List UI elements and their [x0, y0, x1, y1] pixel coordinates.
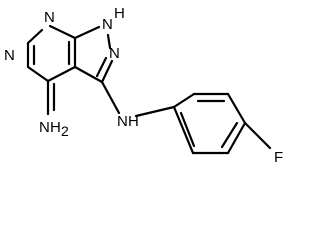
- molecule-diagram: N N N H N N H 2 N H F: [4, 5, 283, 166]
- atom-fluorine: F: [274, 149, 283, 166]
- atom-n-left: N: [4, 47, 15, 64]
- atom-nh2-n: N: [39, 119, 50, 136]
- molecule-structure: N N N H N N H 2 N H F: [4, 5, 284, 166]
- bond-c7a-n1: [48, 24, 77, 40]
- bond-ph4-ph5: [226, 121, 247, 155]
- bond-ph6-ph1: [172, 105, 195, 155]
- bond-ph-double-2: [220, 121, 239, 149]
- atom-nh2-subscript: 2: [61, 123, 69, 139]
- bond-ph3-ph4: [226, 92, 247, 125]
- bond-n1-c2: [26, 28, 44, 45]
- atom-nh2-h: H: [50, 119, 61, 136]
- atom-n-right: N: [109, 45, 120, 62]
- atom-nh-link-n: N: [117, 113, 128, 130]
- bond-c3-c3a: [73, 65, 104, 84]
- bond-nh-ring: [134, 105, 176, 118]
- bond-c4-c4a: [46, 65, 77, 83]
- bond-ph-f: [243, 121, 272, 150]
- bond-n2-c3: [100, 59, 114, 84]
- bond-n1h-n2: [106, 33, 112, 50]
- bond-ph-double-3: [179, 111, 196, 148]
- bond-n2-c3-double: [95, 56, 108, 78]
- atom-h-top-right: H: [114, 5, 125, 22]
- atom-nh-link-h: H: [128, 113, 139, 130]
- bond-c3-nh: [100, 80, 121, 115]
- bond-c7a-n1h: [73, 25, 101, 40]
- atom-n-top: N: [44, 9, 55, 26]
- bond-n3-c4: [26, 65, 50, 83]
- bond-ph1-ph2: [172, 92, 196, 109]
- atom-n-top-right: N: [102, 16, 113, 33]
